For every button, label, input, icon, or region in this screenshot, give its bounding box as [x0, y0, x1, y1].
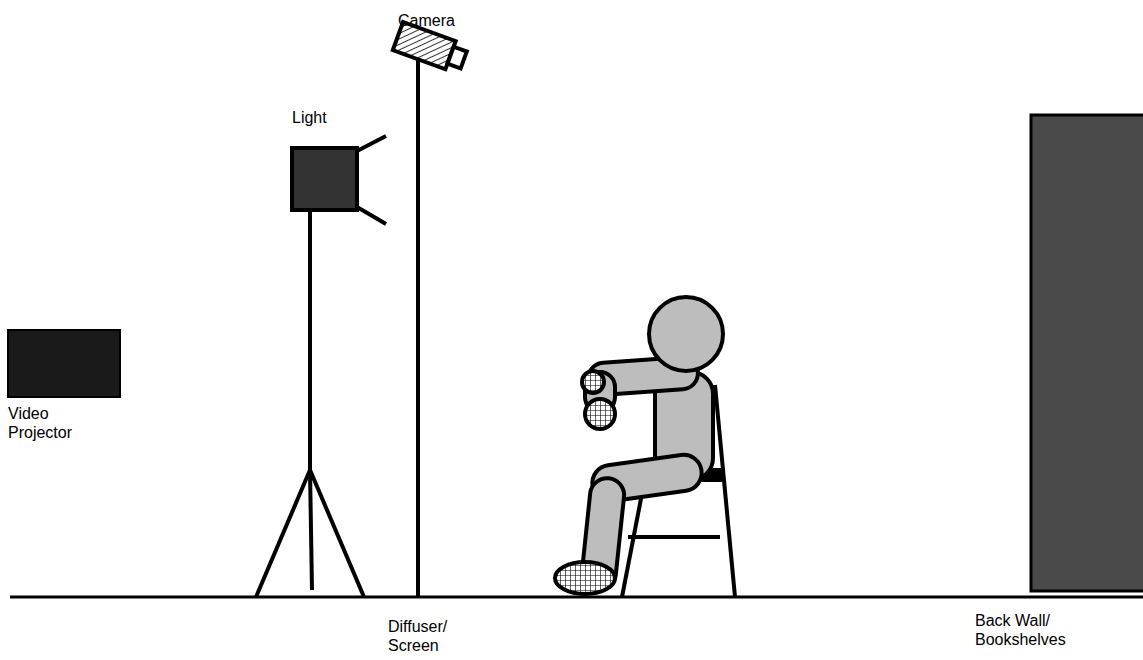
- figure-label: Camera: [398, 11, 518, 30]
- back-wall: [1031, 115, 1143, 591]
- figure-label: Light: [292, 108, 372, 127]
- floor-line: [10, 596, 1143, 599]
- camera-body: [393, 22, 469, 74]
- figure-label: Back Wall/ Bookshelves: [975, 611, 1079, 649]
- figure-label: Diffuser/ Screen: [388, 617, 472, 655]
- seated-person: [555, 297, 723, 594]
- barn-door: [357, 207, 386, 224]
- light-head: [292, 148, 357, 210]
- camera-pole: [416, 58, 420, 597]
- video-projector: [8, 330, 120, 397]
- figure-label: Video Projector: [8, 404, 90, 442]
- light-stand: [256, 210, 364, 597]
- barn-door: [357, 136, 386, 151]
